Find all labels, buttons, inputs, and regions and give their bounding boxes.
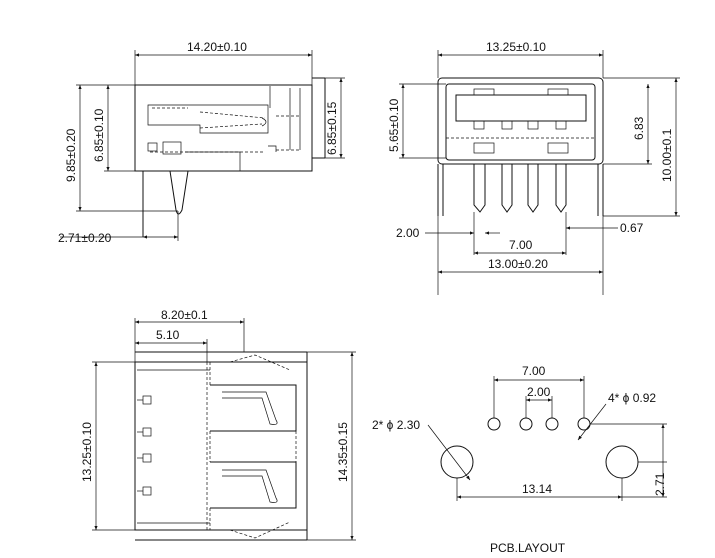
front-width-label: 13.25±0.10 xyxy=(486,40,546,54)
pcb-271-label: 2.71 xyxy=(653,472,667,496)
pcb-small-holes-label: 4* ϕ 0.92 xyxy=(608,391,656,405)
top-820-label: 8.20±0.1 xyxy=(161,308,208,322)
front-200-label: 2.00 xyxy=(396,226,420,240)
side-width-label: 14.20±0.10 xyxy=(187,40,247,54)
front-067-label: 0.67 xyxy=(620,221,644,235)
pcb-700-label: 7.00 xyxy=(522,364,546,378)
pcb-large-holes-label: 2* ϕ 2.30 xyxy=(372,418,420,432)
pcb-layout: 7.00 2.00 4* ϕ 0.92 2* ϕ 2.30 13.14 2.71… xyxy=(372,364,667,555)
pcb-title: PCB.LAYOUT xyxy=(490,541,566,555)
top-height-left-label: 13.25±0.10 xyxy=(80,422,94,482)
front-1300-label: 13.00±0.20 xyxy=(488,257,548,271)
top-510-label: 5.10 xyxy=(156,328,180,342)
front-683-label: 6.83 xyxy=(632,116,646,140)
front-700-label: 7.00 xyxy=(509,238,533,252)
side-view: 14.20±0.10 9.85±0.20 6.85±0.10 6.85±0.15… xyxy=(58,40,345,245)
front-view: 13.25±0.10 5.65±0.10 6.83 10.00±0.1 2.00… xyxy=(387,40,680,295)
pcb-200-label: 2.00 xyxy=(527,385,551,399)
side-pin-offset-label: 2.71±0.20 xyxy=(58,231,112,245)
front-total-height-label: 10.00±0.1 xyxy=(660,128,674,182)
front-inner-height-label: 5.65±0.10 xyxy=(387,98,401,152)
side-body-height-right-label: 6.85±0.15 xyxy=(325,101,339,155)
top-view: 8.20±0.1 5.10 13.25±0.10 14.35±0.15 xyxy=(80,308,356,541)
side-body-height-left-label: 6.85±0.10 xyxy=(92,108,106,162)
pcb-1314-label: 13.14 xyxy=(522,482,552,496)
top-height-right-label: 14.35±0.15 xyxy=(336,422,350,482)
side-total-height-label: 9.85±0.20 xyxy=(64,128,78,182)
